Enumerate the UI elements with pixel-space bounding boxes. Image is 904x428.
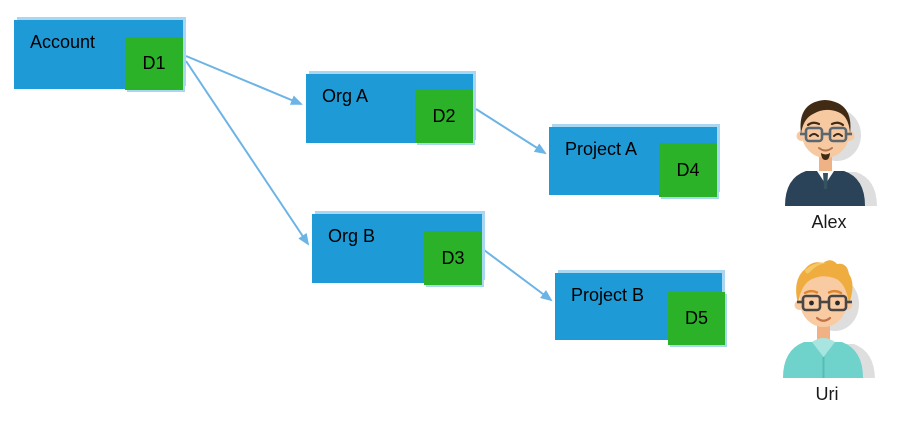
badge-d2: D2 [415, 90, 473, 143]
node-account-label: Account [30, 32, 96, 52]
avatar-alex-icon [785, 100, 877, 206]
node-org-b-label: Org B [328, 226, 376, 246]
badge-d3: D3 [424, 231, 482, 285]
node-project-a-label: Project A [565, 139, 638, 159]
badge-d1-label: D1 [142, 53, 166, 73]
badge-d4: D4 [659, 143, 717, 197]
edge-account-org-b [185, 60, 310, 246]
badge-d3-label: D3 [441, 247, 465, 268]
node-org-a-label: Org A [322, 86, 369, 106]
user-alex: Alex [779, 92, 879, 233]
edge-account-org-a [185, 55, 303, 105]
badge-d5: D5 [668, 292, 725, 345]
avatar-uri-icon [783, 260, 875, 378]
badge-d1: D1 [125, 37, 183, 90]
node-project-b-label: Project B [571, 285, 645, 305]
edge-org-a-project-a [475, 108, 547, 155]
user-uri-name: Uri [815, 384, 839, 404]
user-uri: Uri [777, 254, 877, 405]
badge-d4-label: D4 [676, 159, 700, 180]
badge-d5-label: D5 [684, 308, 708, 328]
badge-d2-label: D2 [432, 106, 456, 126]
edge-org-b-project-b [483, 249, 553, 302]
user-alex-name: Alex [811, 212, 847, 232]
